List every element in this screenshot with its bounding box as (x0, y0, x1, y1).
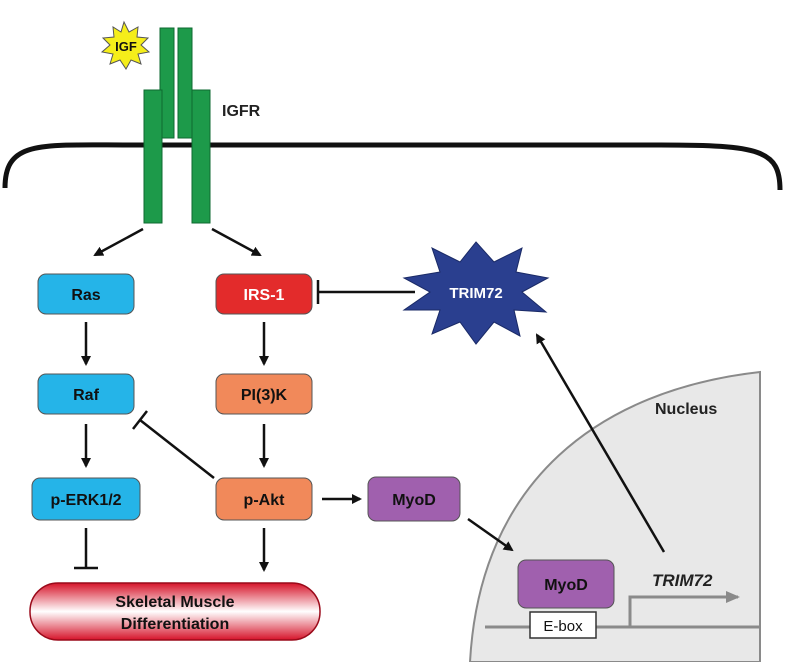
igf-label: IGF (115, 39, 137, 54)
arrow-igfr-to-irs1 (211, 227, 262, 257)
receptor-right-chain (191, 89, 211, 224)
trim72-label: TRIM72 (449, 285, 502, 302)
irs1-label: IRS-1 (244, 287, 285, 304)
receptor-top-left (159, 27, 175, 139)
receptor-top-right (177, 27, 193, 139)
myod-nuc-node (517, 559, 615, 609)
perk-node (31, 477, 141, 521)
trim72-gene-label: TRIM72 (652, 571, 713, 590)
arrow-igfr-to-ras (93, 227, 144, 257)
igf-receptor (143, 27, 211, 224)
receptor-left-chain (143, 89, 163, 224)
myod-cyto-node (367, 476, 461, 522)
arrow-myod-to-nucleus (467, 517, 514, 552)
pi3k-label: PI(3)K (241, 387, 288, 404)
nucleus-label: Nucleus (655, 401, 717, 418)
igf-ligand-star (100, 20, 151, 70)
outcome-label-line2: Differentiation (121, 616, 229, 633)
pi3k-node (215, 373, 313, 415)
ebox-node (529, 611, 597, 639)
trim72-star (402, 241, 550, 345)
ras-label: Ras (71, 287, 100, 304)
arrow-gene-to-trim72 (535, 333, 666, 553)
raf-node (37, 373, 135, 415)
inhibit-pakt-to-raf (139, 419, 215, 479)
cell-membrane (2, 142, 783, 191)
raf-label: Raf (73, 387, 99, 404)
pakt-node (215, 477, 313, 521)
myod-cyto-label: MyoD (392, 492, 436, 509)
ebox-label: E-box (543, 618, 583, 635)
irs1-node (215, 273, 313, 315)
myod-nuc-label: MyoD (544, 577, 588, 594)
outcome-label-line1: Skeletal Muscle (115, 594, 234, 611)
ras-node (37, 273, 135, 315)
perk-label: p-ERK1/2 (50, 492, 121, 509)
inhibit-bar-raf (132, 410, 148, 430)
pakt-label: p-Akt (244, 492, 286, 509)
igfr-label: IGFR (222, 103, 261, 120)
outcome-capsule (29, 582, 321, 641)
transcription-start-arrow (628, 591, 740, 627)
